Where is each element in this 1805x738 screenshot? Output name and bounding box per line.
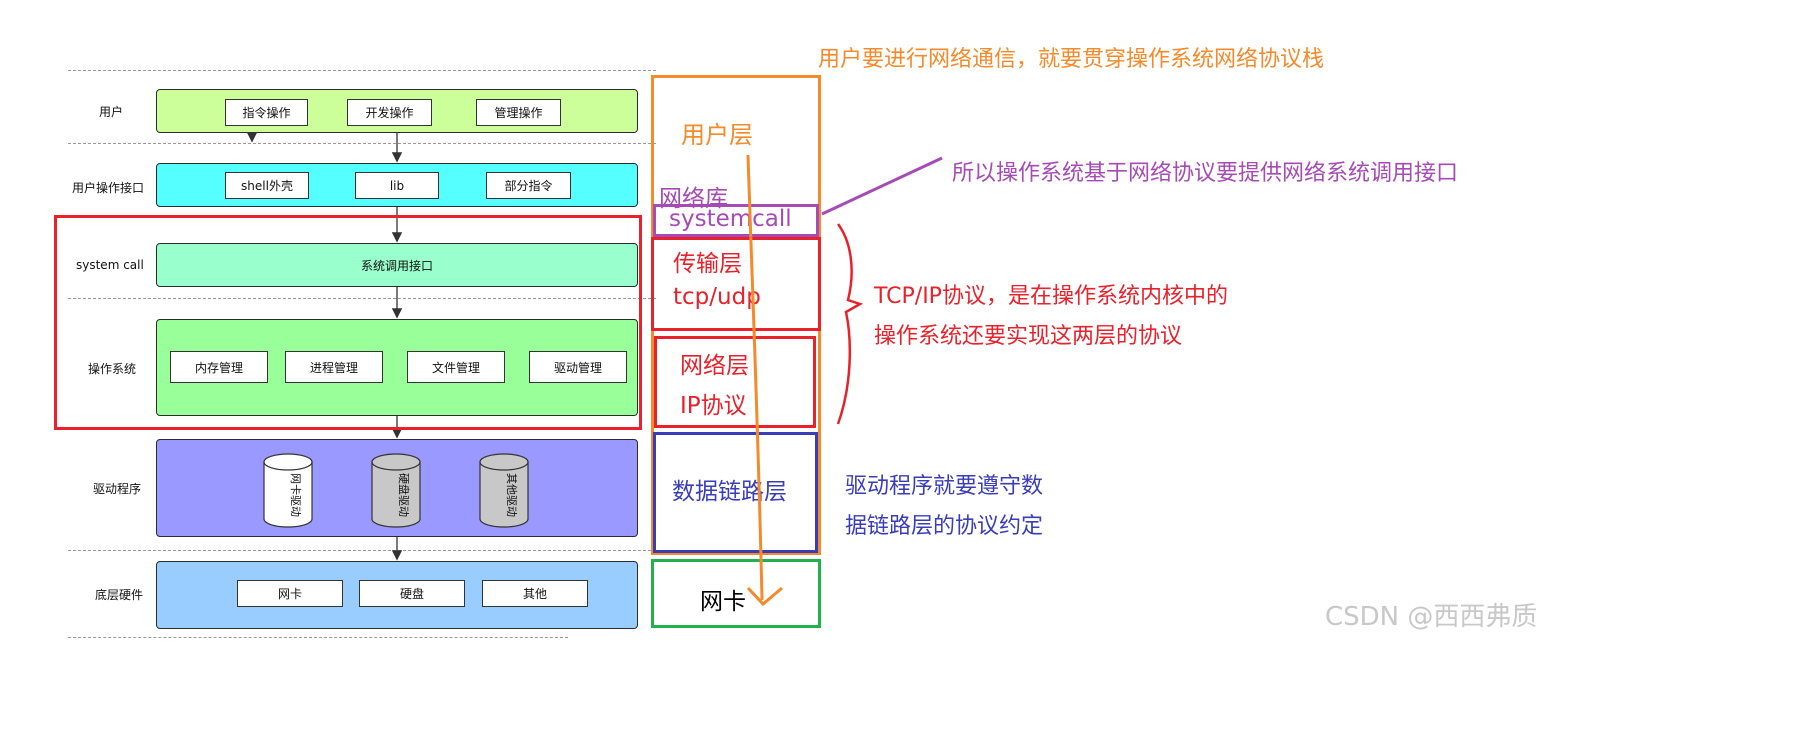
systemcall-box <box>653 204 819 237</box>
layer-label-hardware: 底层硬件 <box>95 588 144 602</box>
admin-op-box: 管理操作 <box>476 99 561 126</box>
other-hw-box: 其他 <box>482 580 588 607</box>
datalink-layer-box <box>653 432 818 553</box>
memory-mgmt-box: 内存管理 <box>170 351 268 383</box>
kernel-highlight-box <box>54 215 642 430</box>
orange-arrow-head <box>746 586 783 607</box>
disk-hw-box: 硬盘 <box>359 580 465 607</box>
layer-label-system-call: system call <box>76 258 144 272</box>
driver-mgmt-box: 驱动管理 <box>529 351 627 383</box>
network-layer-box <box>654 336 816 428</box>
network-protocol-label: IP协议 <box>680 393 747 419</box>
nic-box <box>651 559 821 628</box>
file-mgmt-box: 文件管理 <box>407 351 505 383</box>
disk-driver-cylinder: 硬盘驱动 <box>371 453 421 528</box>
layer-label-user-interface: 用户操作接口 <box>72 181 145 195</box>
command-op-box: 指令操作 <box>225 99 308 126</box>
syscall-annotation: 所以操作系统基于网络协议要提供网络系统调用接口 <box>952 161 1459 186</box>
nic-label: 网卡 <box>700 589 746 615</box>
transport-protocol-label: tcp/udp <box>673 284 761 310</box>
orange-flow-line <box>746 154 764 601</box>
layer-label-driver: 驱动程序 <box>93 482 142 496</box>
driver-annotation-line2: 据链路层的协议约定 <box>845 514 1044 539</box>
red-brace <box>836 223 864 425</box>
nic-driver-label: 网卡驱动 <box>289 473 302 517</box>
partial-cmd-box: 部分指令 <box>486 172 571 199</box>
other-driver-cylinder: 其他驱动 <box>479 453 529 528</box>
driver-cylinders: 网卡驱动 硬盘驱动 其他驱动 <box>263 453 529 528</box>
purple-pointer-line <box>821 156 943 216</box>
user-layer-label: 用户层 <box>681 121 753 149</box>
watermark: CSDN @西西弗质 <box>1325 602 1538 632</box>
disk-driver-label: 硬盘驱动 <box>397 473 411 517</box>
process-mgmt-box: 进程管理 <box>285 351 383 383</box>
dev-op-box: 开发操作 <box>347 99 432 126</box>
other-driver-label: 其他驱动 <box>505 473 518 517</box>
syscall-interface-text: 系统调用接口 <box>360 259 433 273</box>
separator-line <box>68 550 656 551</box>
layer-label-os: 操作系统 <box>88 362 137 376</box>
layer-label-user: 用户 <box>99 105 124 119</box>
nic-hw-box: 网卡 <box>237 580 343 607</box>
separator-line <box>68 143 656 144</box>
top-annotation: 用户要进行网络通信，就要贯穿操作系统网络协议栈 <box>818 47 1325 72</box>
driver-annotation-line1: 驱动程序就要遵守数 <box>845 474 1044 499</box>
network-label: 网络层 <box>680 353 749 379</box>
syscall-band <box>156 243 638 287</box>
tcpip-annotation-line2: 操作系统还要实现这两层的协议 <box>874 324 1183 349</box>
datalink-label: 数据链路层 <box>672 479 787 505</box>
nic-driver-cylinder: 网卡驱动 <box>263 453 313 528</box>
tcpip-annotation-line1: TCP/IP协议，是在操作系统内核中的 <box>874 284 1228 309</box>
separator-line <box>68 70 656 71</box>
systemcall-label: systemcall <box>669 206 792 232</box>
lib-box: lib <box>355 172 439 199</box>
transport-label: 传输层 <box>673 251 742 277</box>
netlib-label: 网络库 <box>659 186 728 212</box>
separator-line <box>68 298 656 299</box>
separator-line <box>68 637 568 638</box>
shell-box: shell外壳 <box>225 172 309 199</box>
transport-layer-box <box>651 237 821 331</box>
